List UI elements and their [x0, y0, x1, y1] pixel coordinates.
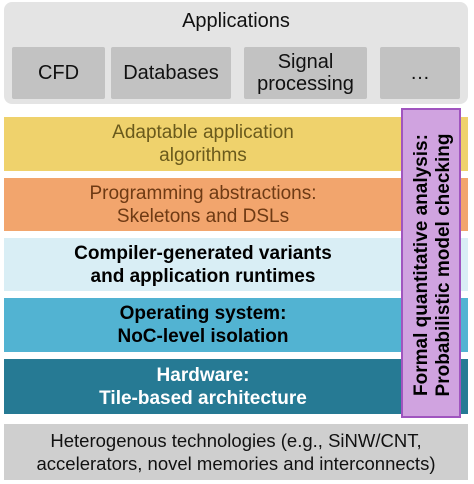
hetero-line1: Heterogenous technologies (e.g., SiNW/CN… — [50, 430, 422, 451]
app-box-label: Databases — [123, 62, 219, 84]
hetero-line2: accelerators, novel memories and interco… — [36, 453, 436, 474]
layer-hardware: Hardware: Tile-based architecture — [4, 359, 468, 414]
layer-label-line1: Hardware: — [156, 364, 250, 386]
app-box-label: CFD — [37, 62, 80, 84]
layer-label-line2: Skeletons and DSLs — [116, 205, 290, 227]
app-box-label-line1: Signal — [277, 51, 334, 73]
app-box-signal-processing: Signal processing — [244, 47, 367, 99]
formal-analysis-label: Formal quantitative analysis: Probabilis… — [411, 115, 455, 415]
layer-compiler-variants: Compiler-generated variants and applicat… — [4, 238, 468, 291]
formal-analysis-line2: Probabilistic model checking — [433, 133, 454, 397]
app-box-cfd: CFD — [12, 47, 105, 99]
layer-label-line1: Operating system: — [119, 303, 287, 324]
app-box-label-line2: processing — [257, 73, 354, 95]
formal-analysis-line1: Formal quantitative analysis: — [411, 134, 432, 396]
layer-label-line2: NoC-level isolation — [117, 326, 289, 347]
layer-adaptable-algorithms: Adaptable application algorithms — [4, 117, 468, 171]
heterogenous-technologies: Heterogenous technologies (e.g., SiNW/CN… — [4, 424, 468, 480]
layer-label-line2: algorithms — [159, 145, 247, 166]
layer-programming-abstractions: Programming abstractions: Skeletons and … — [4, 178, 468, 231]
layer-label-line1: Adaptable application — [112, 122, 294, 143]
layer-operating-system: Operating system: NoC-level isolation — [4, 298, 468, 352]
app-box-databases: Databases — [111, 47, 231, 99]
layer-label-line1: Programming abstractions: — [89, 182, 317, 204]
formal-analysis-bar: Formal quantitative analysis: Probabilis… — [401, 108, 461, 418]
layer-label-line1: Compiler-generated variants — [74, 242, 332, 264]
app-box-more: … — [380, 47, 460, 99]
applications-title: Applications — [182, 10, 290, 32]
layer-label-line2: and application runtimes — [90, 265, 316, 287]
applications-panel: Applications CFD Databases Signal proces… — [4, 2, 468, 104]
ellipsis-icon: … — [410, 62, 430, 84]
layer-label-line2: Tile-based architecture — [99, 387, 307, 409]
